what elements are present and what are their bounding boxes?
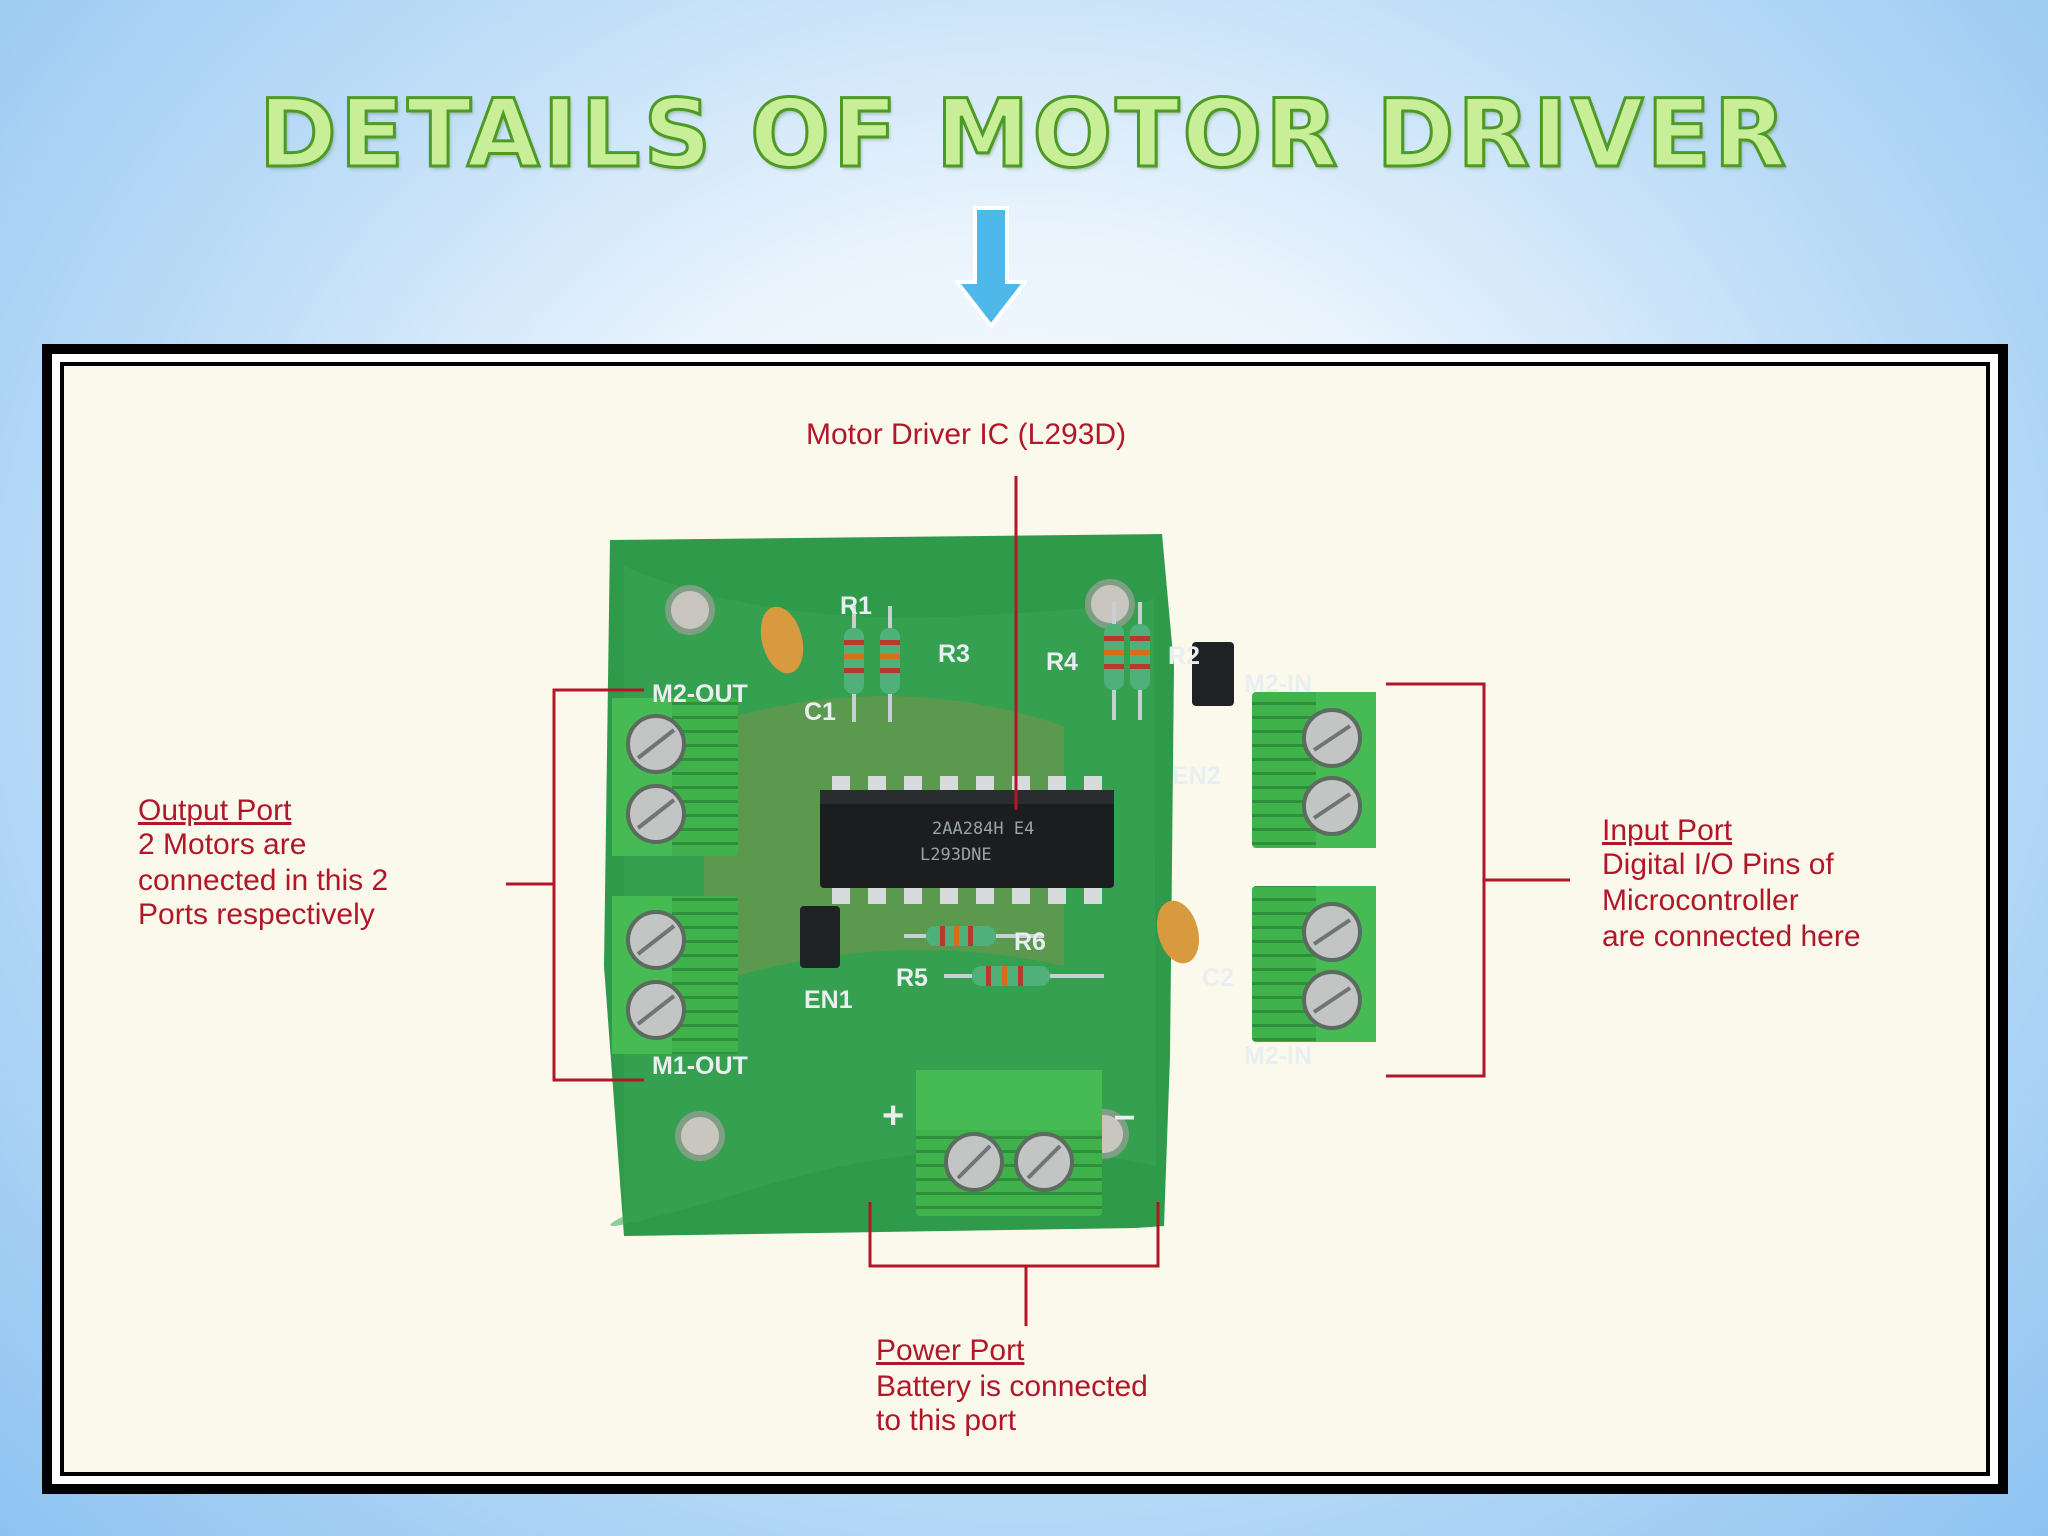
label-c2: C2	[1202, 964, 1234, 992]
chip-marking-2: L293DNE	[920, 845, 992, 865]
mounting-hole	[1085, 579, 1135, 629]
power-port-line-2: to this port	[876, 1404, 1017, 1437]
label-m1-out: M1-OUT	[652, 1052, 748, 1080]
label-r4: R4	[1046, 648, 1078, 676]
power-port-title: Power Port	[876, 1334, 1025, 1367]
mounting-hole	[665, 585, 715, 635]
input-port-title: Input Port	[1602, 814, 1733, 847]
label-c1: C1	[804, 698, 836, 726]
silkscreen-labels: R1 R3 R4 R2 R6 R5 C1 C2 EN2 EN1 M2-OUT M…	[652, 592, 1312, 1137]
label-minus: –	[1114, 1095, 1135, 1137]
output-port-line-3: Ports respectively	[138, 898, 375, 931]
resistors	[844, 602, 1150, 986]
motor-driver-diagram: 2AA284H E4 L293DNE	[138, 418, 1861, 1437]
label-plus: +	[882, 1095, 904, 1137]
down-arrow-icon	[955, 206, 1027, 330]
input-port-line-2: Microcontroller	[1602, 884, 1799, 917]
terminal-block-m2-in-top	[1252, 692, 1376, 848]
power-port-line-1: Battery is connected	[876, 1370, 1148, 1403]
input-port-line-1: Digital I/O Pins of	[1602, 848, 1834, 881]
motor-driver-ic: 2AA284H E4 L293DNE	[820, 776, 1114, 904]
label-en1: EN1	[804, 986, 853, 1014]
mounting-hole	[675, 1111, 725, 1161]
output-port-line-1: 2 Motors are	[138, 828, 306, 861]
label-m2-out: M2-OUT	[652, 680, 748, 708]
output-port-annotation: Output Port 2 Motors are connected in th…	[138, 794, 388, 931]
slide-title: DETAILS OF MOTOR DRIVER	[257, 79, 1790, 191]
capacitors	[760, 606, 1200, 964]
output-port-title: Output Port	[138, 794, 292, 827]
label-r5: R5	[896, 964, 928, 992]
output-port-line-2: connected in this 2	[138, 864, 388, 897]
terminal-block-m2-out	[612, 698, 738, 856]
image-frame: 2AA284H E4 L293DNE	[42, 344, 2008, 1494]
ic-label: Motor Driver IC (L293D)	[806, 418, 1126, 451]
label-m2-in-bottom: M2-IN	[1244, 1042, 1312, 1070]
label-r2: R2	[1168, 642, 1200, 670]
annotation-leaders	[506, 476, 1570, 1326]
label-r6: R6	[1014, 928, 1046, 956]
label-r1: R1	[840, 592, 872, 620]
chip-marking-1: 2AA284H E4	[932, 819, 1034, 839]
terminal-block-m1-out	[612, 896, 738, 1054]
label-m2-in-top: M2-IN	[1244, 670, 1312, 698]
power-port-annotation: Power Port Battery is connected to this …	[876, 1334, 1148, 1437]
input-port-annotation: Input Port Digital I/O Pins of Microcont…	[1602, 814, 1861, 953]
terminal-block-m2-in-bottom	[1252, 886, 1376, 1042]
diagram-canvas: 2AA284H E4 L293DNE	[64, 366, 1986, 1472]
input-port-line-3: are connected here	[1602, 920, 1861, 953]
jumpers	[800, 642, 1234, 968]
label-r3: R3	[938, 640, 970, 668]
terminal-block-power	[916, 1070, 1102, 1216]
label-en2: EN2	[1172, 762, 1221, 790]
